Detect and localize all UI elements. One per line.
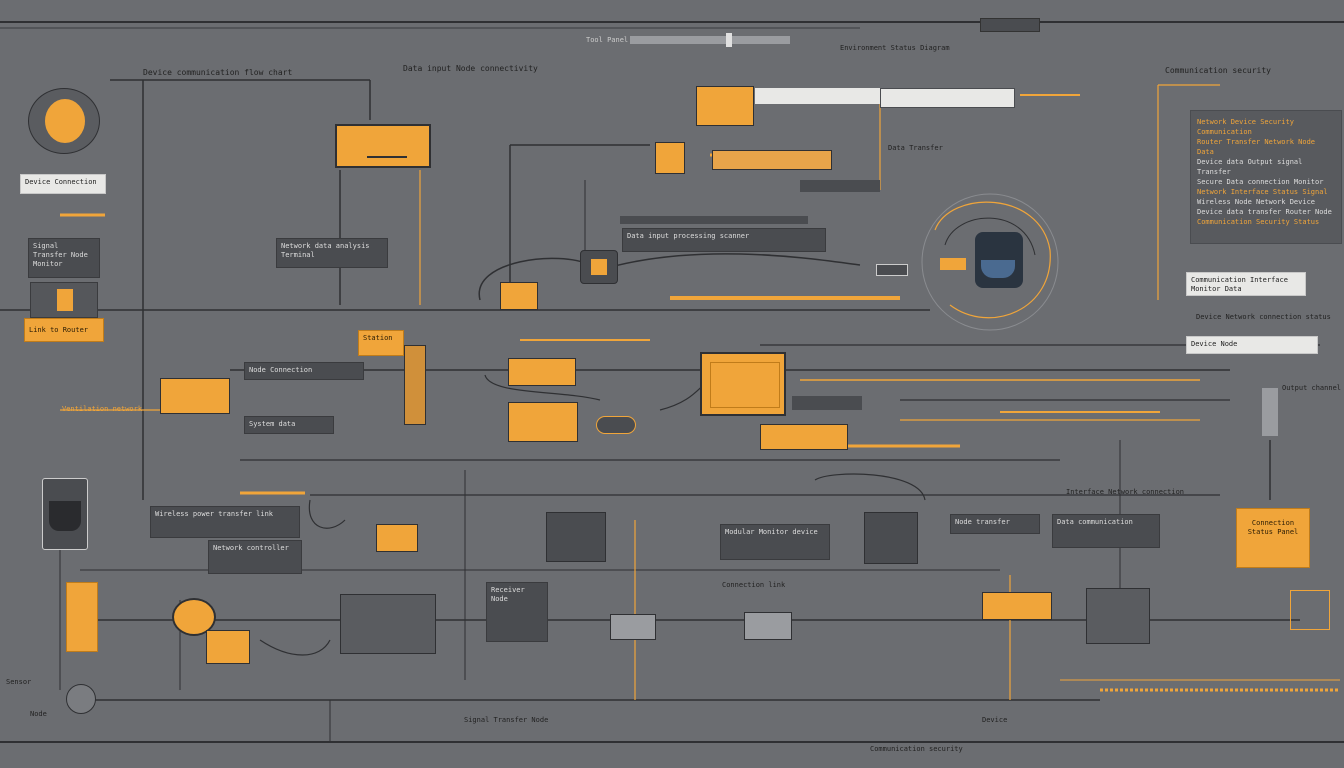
- station-tag: Station: [358, 330, 404, 356]
- scanner-bar: [620, 216, 808, 224]
- data-communication-label: Data communication: [1052, 514, 1160, 548]
- camera-device-icon: [580, 250, 618, 284]
- relay-box-icon: [744, 612, 792, 640]
- info-line: Device data Output signal Transfer: [1197, 158, 1303, 176]
- data-meter-gauge: [880, 88, 1015, 108]
- info-line: Router Transfer Network Node Data: [1197, 138, 1316, 156]
- info-panel: Network Device Security Communication Ro…: [1190, 110, 1342, 244]
- device-bottom-label: Device: [982, 716, 1008, 724]
- data-input-scanner-label: Data input processing scanner: [622, 228, 826, 252]
- main-hub-device: [700, 352, 786, 416]
- receiver-node-label: Receiver Node: [486, 582, 548, 642]
- ventilation-tag: Ventilation network: [62, 405, 143, 413]
- toolbar-slider[interactable]: [630, 36, 790, 44]
- network-analysis-terminal-label: Network data analysis Terminal: [276, 238, 388, 268]
- node-transfer-label: Node transfer: [950, 514, 1040, 534]
- station-device: [160, 378, 230, 414]
- system-data-label: System data: [244, 416, 334, 434]
- header-communication-security: Communication security: [1165, 66, 1271, 75]
- transfer-module: [508, 358, 576, 386]
- gauge-icon: [66, 684, 96, 714]
- node-connection-label: Node Connection: [244, 362, 364, 380]
- antenna-icon: [1262, 388, 1278, 436]
- terminal-device-icon: [42, 478, 88, 550]
- ring-plug-icon: [940, 258, 966, 270]
- data-meter-white: [755, 88, 880, 104]
- device-connection-label: Device Connection: [20, 174, 106, 194]
- output-bar: [792, 396, 862, 410]
- router-device-icon: [30, 282, 98, 318]
- battery-stack-icon: [404, 345, 426, 425]
- info-line: Wireless Node Network Device: [1197, 198, 1316, 206]
- shield-device-icon: [975, 232, 1023, 288]
- controller-device: [864, 512, 918, 564]
- bracket-device-icon: [206, 630, 250, 664]
- server-device: [546, 512, 606, 562]
- output-plug-device: [760, 424, 848, 450]
- info-line: Communication Security Status: [1197, 218, 1320, 226]
- fan-device-icon: [172, 598, 216, 636]
- power-unit-device: [66, 582, 98, 652]
- network-controller-label: Network controller: [208, 540, 302, 574]
- switch-device-icon: [376, 524, 418, 552]
- header-data-input: Data input Node connectivity: [403, 64, 538, 73]
- gateway-device: [1086, 588, 1150, 644]
- footer-label: Communication security: [870, 745, 963, 753]
- modular-monitor-label: Modular Monitor device: [720, 524, 830, 560]
- signal-transfer-bottom-label: Signal Transfer Node: [464, 716, 549, 724]
- globe-device-icon: [28, 88, 100, 154]
- small-connector: [876, 264, 908, 276]
- pump-device: [508, 402, 578, 442]
- toolbar-slider-handle[interactable]: [726, 33, 732, 47]
- junction-box-icon: [610, 614, 656, 640]
- info-line: Device data transfer Router Node: [1197, 208, 1332, 216]
- device-node-label: Device Node: [1186, 336, 1318, 354]
- drone-device-icon: [1290, 590, 1330, 630]
- connector-strip: [712, 150, 832, 170]
- status-diagram-title: Environment Status Diagram: [840, 44, 950, 52]
- sensor-side-tag: Sensor: [6, 678, 32, 686]
- wireless-power-label: Wireless power transfer link: [150, 506, 300, 538]
- power-module-device: [982, 592, 1052, 620]
- interface-network-label: Interface Network connection: [1066, 488, 1185, 496]
- base-station-device: [340, 594, 436, 654]
- signal-transfer-label: Signal Transfer Node Monitor: [28, 238, 100, 278]
- connection-status-panel: Connection Status Panel: [1236, 508, 1310, 568]
- router-box-icon: [335, 124, 431, 168]
- connector-strip-dark: [800, 180, 880, 192]
- plug-icon: [655, 142, 685, 174]
- header-device-flow: Device communication flow chart: [143, 68, 293, 77]
- info-line: Network Device Security Communication: [1197, 118, 1294, 136]
- lock-device-icon: [500, 282, 538, 310]
- link-router-label: Link to Router: [24, 318, 104, 342]
- data-transfer-label: Data Transfer: [888, 144, 943, 152]
- device-network-status: Device Network connection status: [1196, 313, 1331, 321]
- output-channel-tag: Output channel: [1282, 384, 1342, 392]
- toolbar-title: Tool Panel: [586, 36, 629, 44]
- info-line: Secure Data connection Monitor: [1197, 178, 1324, 186]
- connection-link-label: Connection link: [722, 581, 786, 589]
- interface-monitor-label: Communication Interface Monitor Data: [1186, 272, 1306, 296]
- top-connector-block: [980, 18, 1040, 32]
- info-line: Network Interface Status Signal: [1197, 188, 1328, 196]
- node-side-tag: Node: [30, 710, 47, 718]
- coupler-icon: [596, 416, 636, 434]
- data-source-box: [696, 86, 754, 126]
